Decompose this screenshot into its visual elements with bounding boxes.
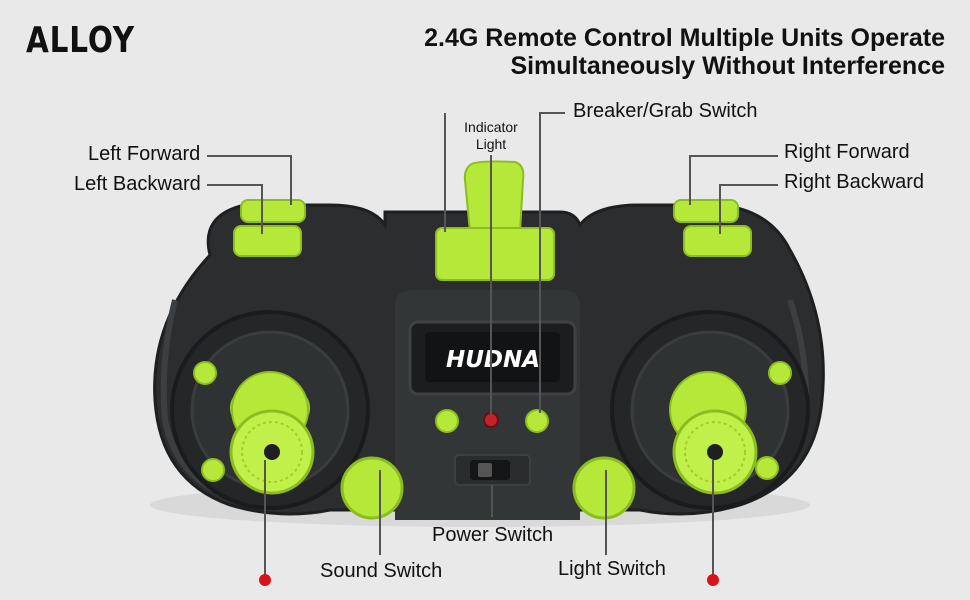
sound-switch-button[interactable]	[340, 456, 404, 520]
label-breaker-grab-switch: Breaker/Grab Switch	[573, 100, 758, 122]
callout-lines	[207, 112, 778, 578]
trim-button-left-bottom[interactable]	[201, 458, 225, 482]
label-indicator-line-1: Indicator	[464, 119, 518, 135]
label-indicator-line-2: Light	[475, 136, 507, 152]
left-forward-button[interactable]	[240, 199, 306, 223]
light-switch-button[interactable]	[572, 456, 636, 520]
headline-line-1: 2.4G Remote Control Multiple Units Opera…	[424, 24, 945, 52]
label-right-forward: Right Forward	[784, 141, 910, 163]
label-left-backward: Left Backward	[74, 173, 201, 195]
trim-button-right-bottom[interactable]	[755, 456, 779, 480]
headline: 2.4G Remote Control Multiple Units Opera…	[424, 24, 945, 80]
trim-button-left-top[interactable]	[193, 361, 217, 385]
left-backward-button[interactable]	[233, 225, 302, 257]
indicator-light	[483, 412, 499, 428]
right-joystick[interactable]	[669, 371, 758, 495]
brand-logo: ALLOY	[26, 20, 135, 61]
trim-button-right-top[interactable]	[768, 361, 792, 385]
center-button-right[interactable]	[525, 409, 549, 433]
red-marker-left	[259, 574, 271, 586]
label-power-switch: Power Switch	[432, 524, 554, 546]
right-forward-button[interactable]	[673, 199, 739, 223]
right-backward-button[interactable]	[683, 225, 752, 257]
label-light-switch: Light Switch	[558, 558, 666, 580]
controller-logo: HUDNA	[446, 347, 540, 373]
label-right-backward: Right Backward	[784, 171, 925, 193]
power-switch[interactable]	[470, 460, 510, 480]
center-button-left[interactable]	[435, 409, 459, 433]
label-indicator-light: Indicator Light	[455, 119, 527, 153]
left-joystick[interactable]	[229, 371, 315, 495]
breaker-grab-switch-lever[interactable]	[435, 160, 555, 281]
label-sound-switch: Sound Switch	[320, 560, 443, 582]
red-marker-right	[707, 574, 719, 586]
headline-line-2: Simultaneously Without Interference	[510, 52, 945, 80]
label-left-forward: Left Forward	[88, 143, 201, 165]
